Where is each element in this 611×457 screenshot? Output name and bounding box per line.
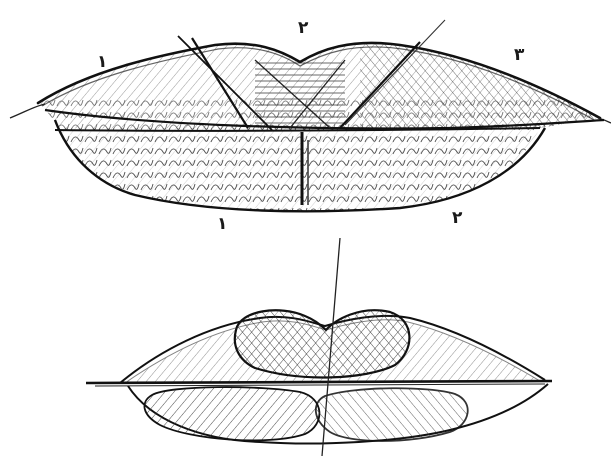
label-upper-center: ۲ — [298, 20, 308, 37]
label-upper-right: ۳ — [514, 47, 524, 64]
label-lower-left: ۱ — [217, 216, 227, 233]
label-lower-right: ۲ — [452, 210, 462, 227]
label-upper-left: ۱ — [97, 54, 107, 71]
bottom-lips-drawing — [86, 238, 552, 456]
